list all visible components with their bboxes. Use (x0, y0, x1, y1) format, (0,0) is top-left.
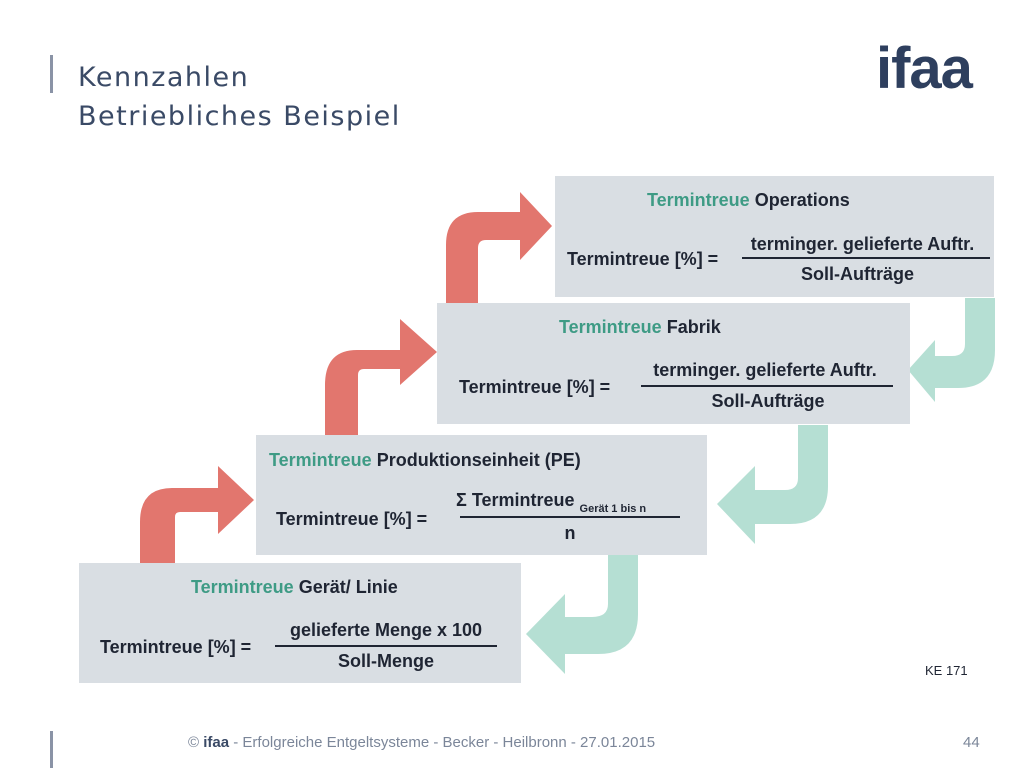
formula-denominator: n (564, 523, 576, 543)
fraction-line (460, 516, 680, 518)
formula-label: Termintreue [%] = (100, 637, 252, 657)
formula-numerator: terminger. gelieferte Auftr. (750, 234, 975, 254)
down-arrow-2 (717, 425, 828, 544)
footer-text: © ifaa - Erfolgreiche Entgeltsysteme - B… (188, 734, 656, 751)
down-arrow-3 (526, 555, 638, 674)
fraction-line (275, 645, 497, 647)
reference-code: KE 171 (925, 663, 968, 678)
box-termintreue-fabrik: Termintreue Fabrik Termintreue [%] = ter… (437, 303, 910, 424)
title-accent: Termintreue (647, 190, 750, 210)
box-termintreue-geraet: Termintreue Gerät/ Linie Termintreue [%]… (79, 563, 521, 683)
formula-numerator: Σ Termintreue Gerät 1 bis n (456, 490, 647, 515)
slide-title-line2: Betriebliches Beispiel (78, 101, 401, 132)
fraction-line (742, 257, 990, 259)
title-rest: Operations (749, 190, 850, 210)
down-arrow-1 (908, 298, 995, 402)
formula-denominator: Soll-Aufträge (800, 264, 914, 284)
ifaa-logo: ifaa (876, 36, 973, 101)
sum-symbol: Σ (456, 490, 467, 510)
formula-label: Termintreue [%] = (276, 509, 428, 529)
title-rest: Gerät/ Linie (293, 577, 398, 597)
box-termintreue-operations: Termintreue Operations Termintreue [%] =… (555, 176, 994, 297)
slide-title-line1: Kennzahlen (78, 62, 250, 93)
title-rest: Fabrik (661, 317, 721, 337)
formula-numerator: terminger. gelieferte Auftr. (653, 360, 877, 380)
up-arrow-2 (325, 319, 437, 435)
title-accent: Termintreue (559, 317, 662, 337)
box-title: Termintreue Fabrik (559, 317, 721, 338)
title-accent: Termintreue (191, 577, 294, 597)
page-number: 44 (963, 734, 980, 751)
formula-numerator: gelieferte Menge x 100 (289, 620, 483, 640)
up-arrow-1 (140, 466, 254, 563)
fraction-line (641, 385, 893, 387)
footer-accent-bar (50, 731, 53, 768)
up-arrow-3 (446, 192, 552, 303)
box-title: Termintreue Gerät/ Linie (191, 577, 398, 598)
box-termintreue-pe: Termintreue Produktionseinheit (PE) Term… (256, 435, 707, 555)
numerator-subscript: Gerät 1 bis n (579, 503, 647, 515)
title-rest: Produktionseinheit (PE) (371, 450, 581, 470)
formula-label: Termintreue [%] = (459, 377, 611, 397)
formula-denominator: Soll-Aufträge (711, 391, 825, 411)
footer-brand: ifaa (203, 734, 230, 751)
formula-denominator: Soll-Menge (337, 651, 434, 671)
title-accent: Termintreue (269, 450, 372, 470)
formula-label: Termintreue [%] = (567, 249, 719, 269)
box-title: Termintreue Produktionseinheit (PE) (269, 450, 581, 471)
title-accent-bar (50, 55, 53, 93)
box-title: Termintreue Operations (647, 190, 850, 211)
